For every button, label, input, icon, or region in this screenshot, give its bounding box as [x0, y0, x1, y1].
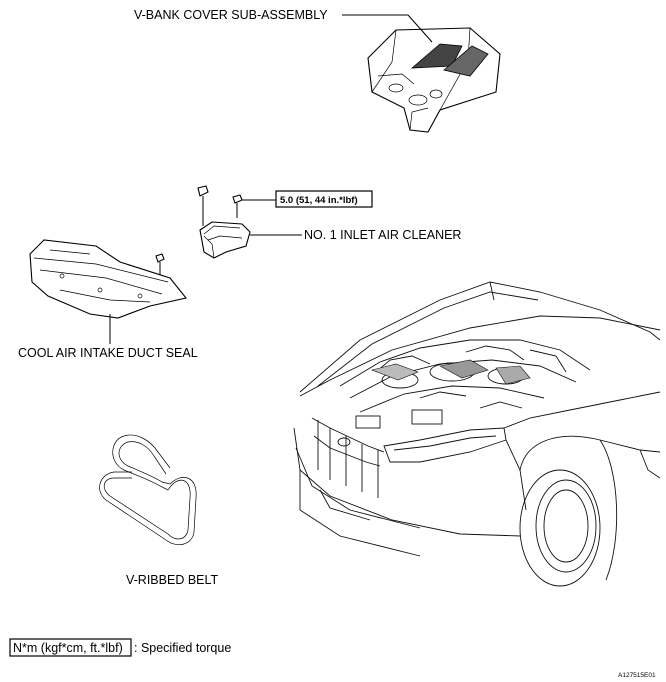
- torque-spec-box: [275, 190, 373, 208]
- duct-seal-label: COOL AIR INTAKE DUCT SEAL: [18, 346, 198, 360]
- inlet-air-cleaner-label: NO. 1 INLET AIR CLEANER: [304, 228, 461, 242]
- torque-spec-value: 5.0 (51, 44 in.*lbf): [280, 195, 358, 206]
- car-logo-icon: [337, 437, 351, 447]
- v-ribbed-belt-part: [99, 434, 197, 546]
- figure-id: A127515E01: [618, 672, 656, 679]
- bolt-icon: [232, 194, 276, 218]
- vehicle-illustration: [293, 281, 661, 587]
- v-bank-cover-part: [367, 27, 501, 133]
- v-bank-cover-label: V-BANK COVER SUB-ASSEMBLY: [134, 8, 328, 22]
- duct-seal-part: [29, 239, 187, 319]
- wheel-icon: [519, 469, 601, 587]
- inlet-air-cleaner-part: [199, 221, 251, 259]
- ribbed-belt-label: V-RIBBED BELT: [126, 573, 219, 587]
- torque-legend-description: : Specified torque: [134, 641, 231, 655]
- torque-legend-box: [9, 638, 132, 657]
- torque-legend-unit: N*m (kgf*cm, ft.*lbf): [13, 641, 123, 655]
- nut-icon: [197, 185, 209, 226]
- small-clip-icon: [155, 253, 165, 276]
